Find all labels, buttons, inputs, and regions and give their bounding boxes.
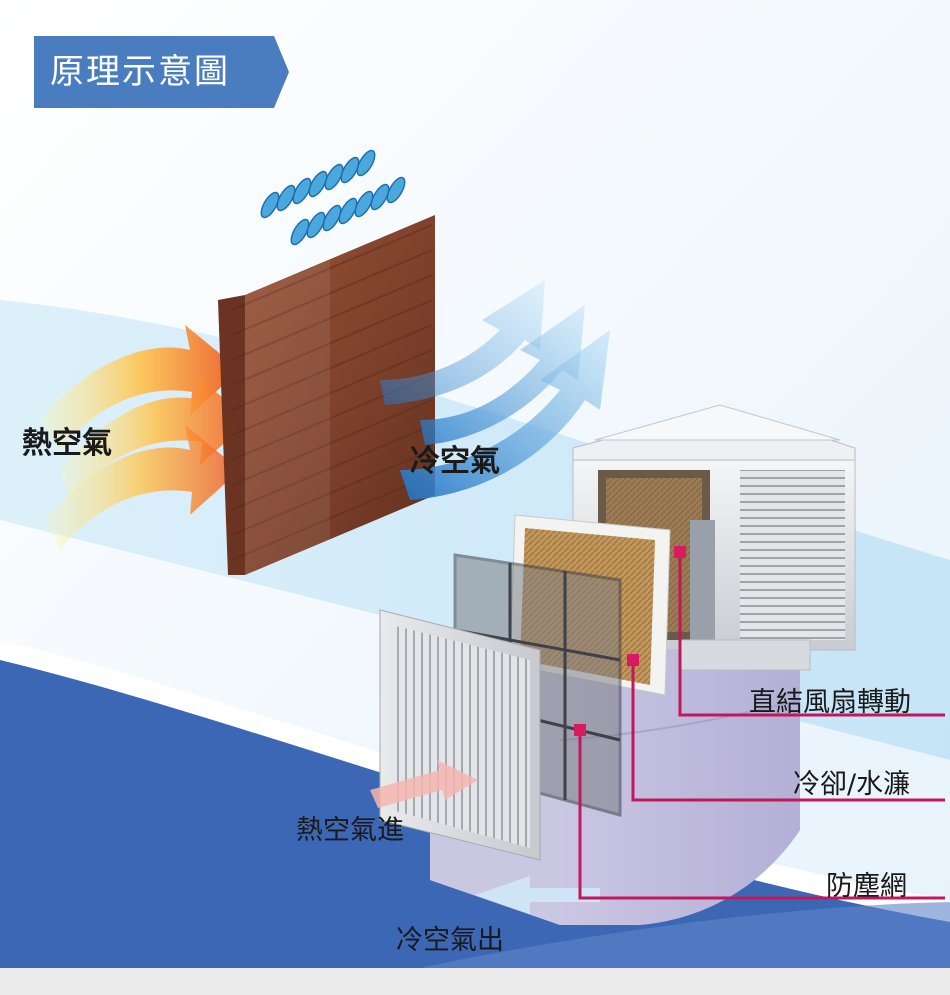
front-grille-icon bbox=[379, 609, 541, 861]
title-banner-shape bbox=[34, 36, 289, 108]
bottom-bar bbox=[0, 968, 950, 995]
hot-air-in-label: 熱空氣進 bbox=[296, 815, 404, 846]
hot-air-in-arrow-icon bbox=[370, 760, 478, 808]
water-droplets-icon bbox=[260, 149, 406, 246]
leader-lines bbox=[578, 552, 945, 900]
cooling-pad-icon bbox=[218, 215, 435, 575]
cooling-pad-label: 冷卻/水濂 bbox=[793, 769, 911, 800]
swoosh-highlight bbox=[420, 902, 950, 968]
title-banner: 原理示意圖 bbox=[34, 36, 289, 108]
cool-air-label: 冷空氣 bbox=[410, 444, 500, 479]
leader-dots bbox=[574, 546, 686, 736]
hot-air-arrows-icon bbox=[40, 325, 250, 550]
hot-air-label: 熱空氣 bbox=[22, 426, 112, 461]
cool-air-out-label: 冷空氣出 bbox=[396, 925, 504, 956]
page-title: 原理示意圖 bbox=[50, 52, 230, 92]
direct-fan-label: 直結風扇轉動 bbox=[749, 687, 911, 718]
cool-air-out-arrow-icon bbox=[475, 876, 600, 914]
dust-net-label: 防塵網 bbox=[826, 871, 907, 902]
cool-air-arrows-icon bbox=[380, 280, 610, 500]
